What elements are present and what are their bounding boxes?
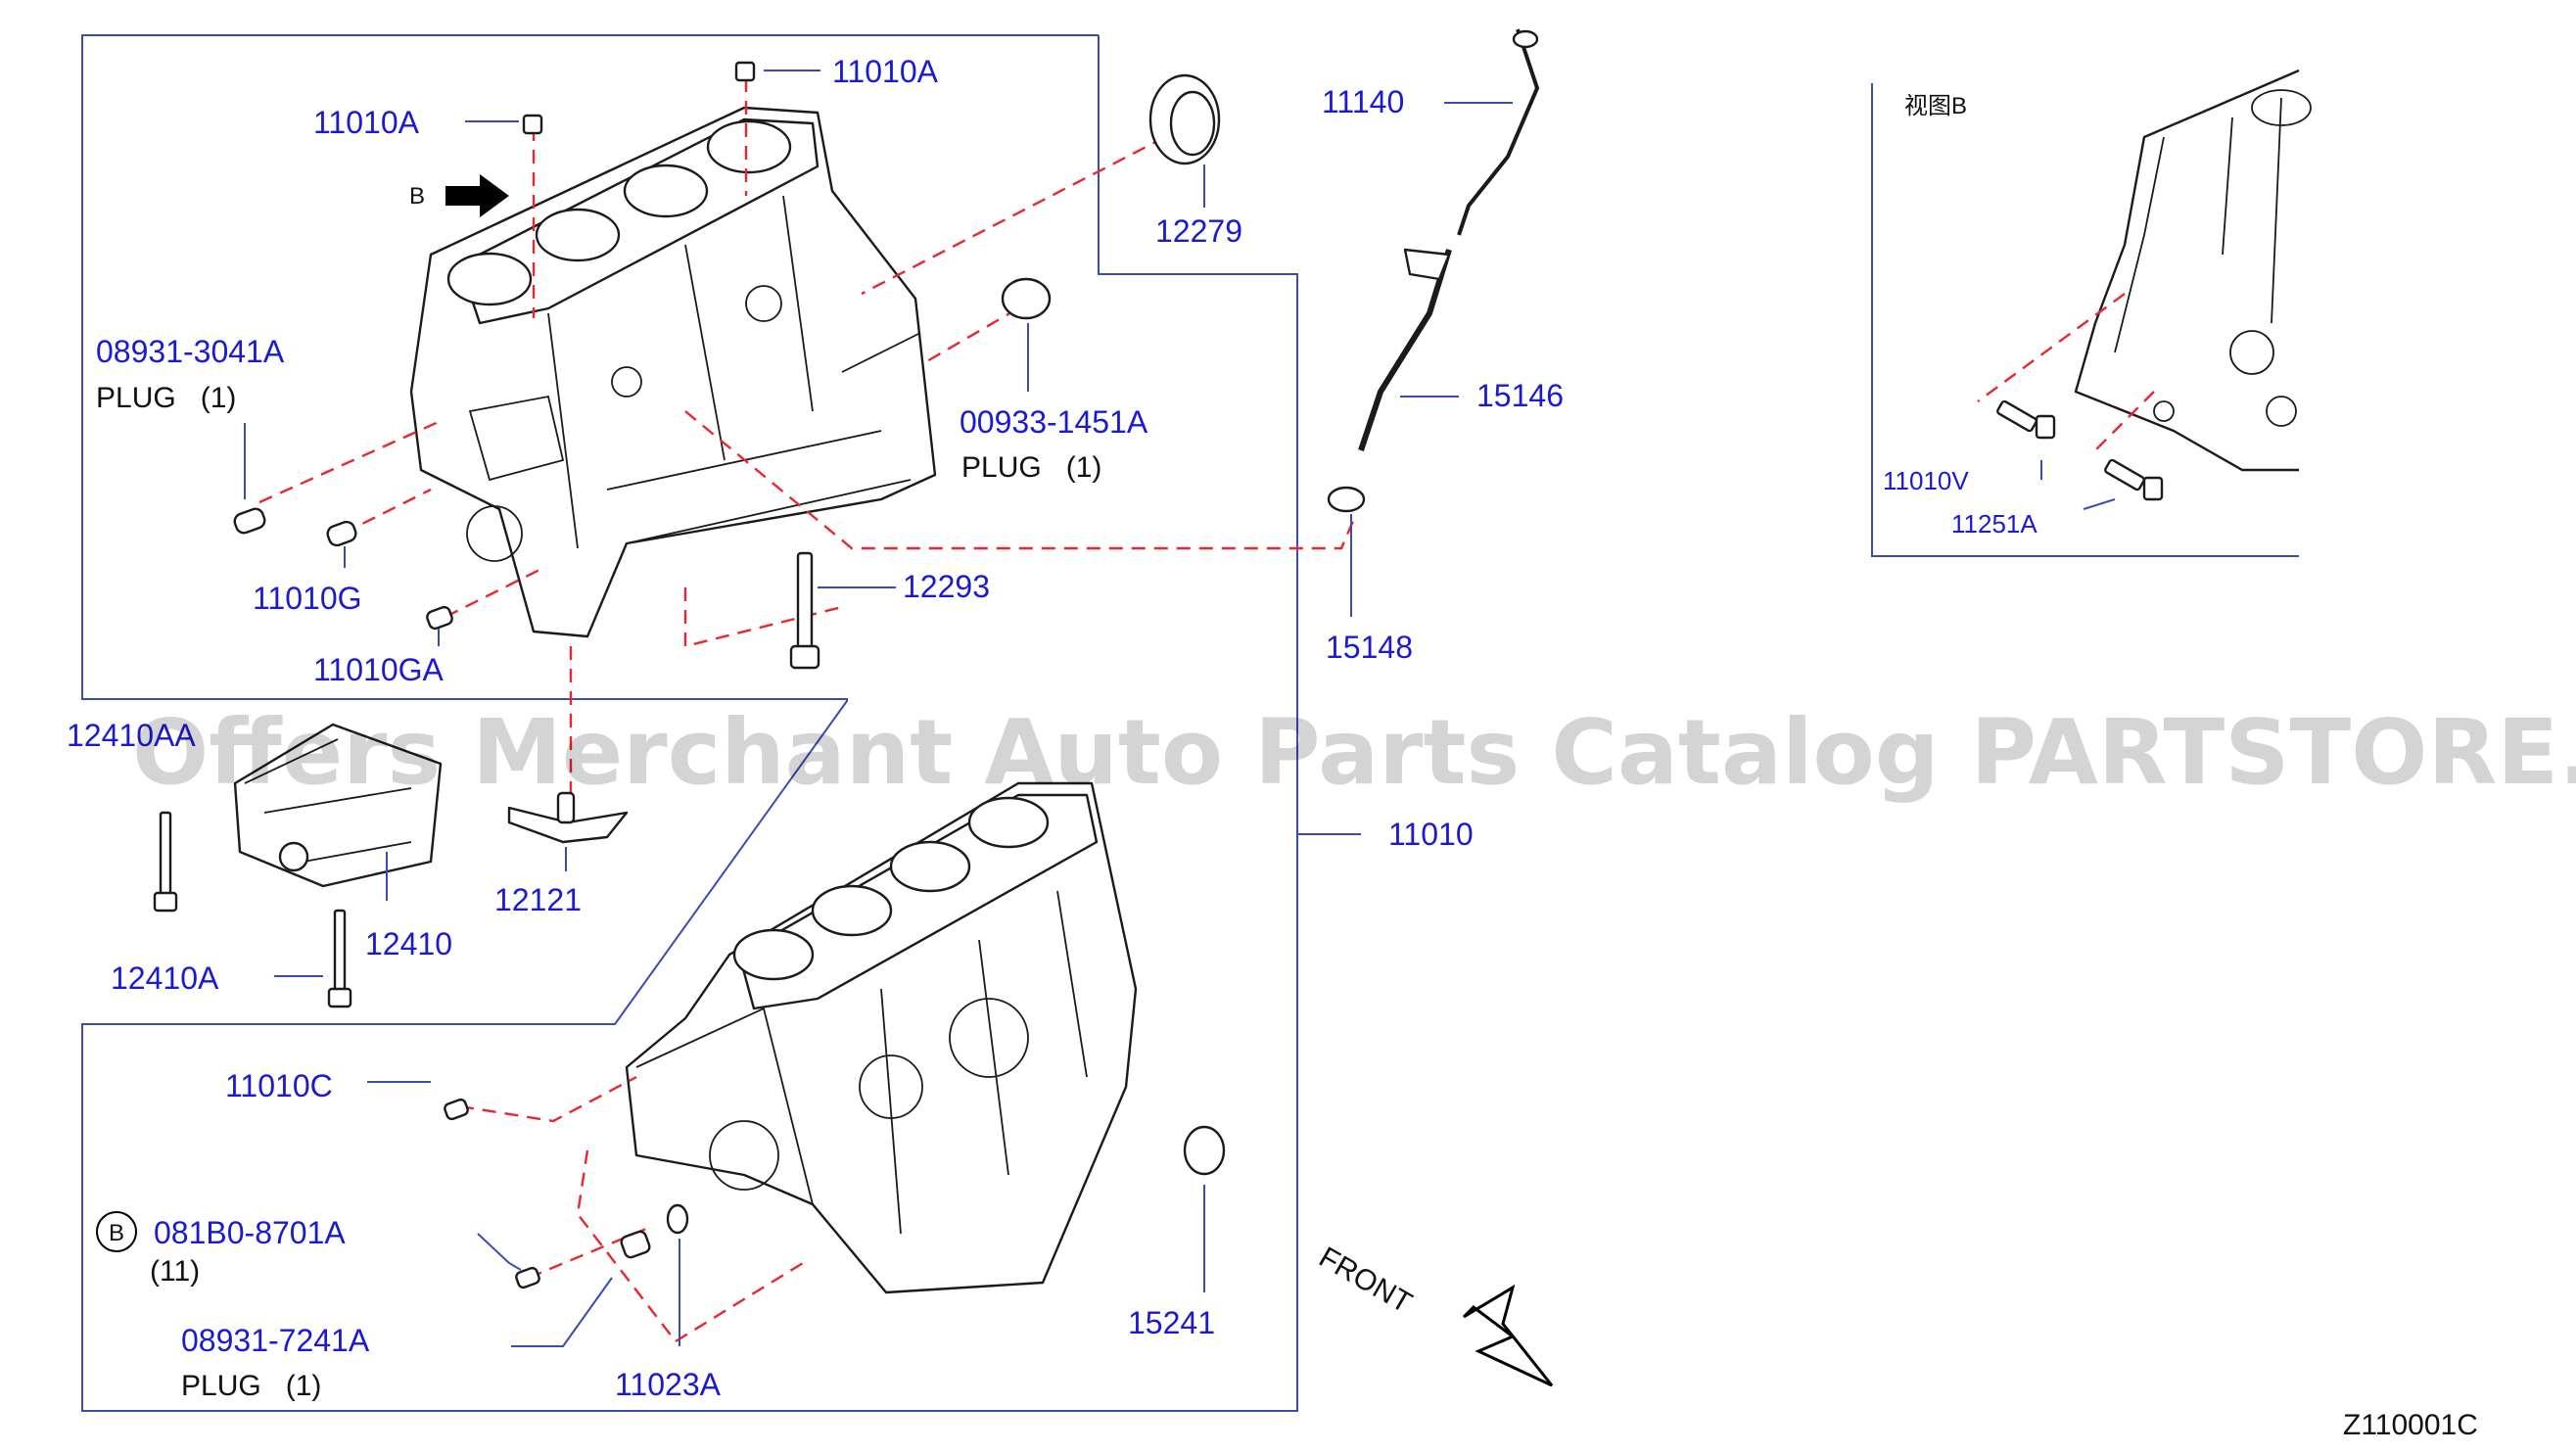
leader-lines xyxy=(244,70,2116,1347)
view-b-title: 视图B xyxy=(1904,93,1967,119)
view-b-arrow-icon xyxy=(445,174,509,217)
label-00933-1451A[interactable]: 00933-1451A xyxy=(960,404,1148,440)
assembly-lines xyxy=(258,78,2155,1343)
label-12121[interactable]: 12121 xyxy=(494,882,582,917)
label-11023A[interactable]: 11023A xyxy=(615,1367,722,1402)
label-plug-a: PLUG (1) xyxy=(96,382,236,414)
label-11010GA[interactable]: 11010GA xyxy=(313,652,445,687)
label-qty-11: (11) xyxy=(150,1255,200,1288)
engine-block-lower xyxy=(625,781,1138,1294)
label-plug-c: PLUG (1) xyxy=(181,1370,321,1402)
label-12410A[interactable]: 12410A xyxy=(111,961,219,996)
view-b-marker: B xyxy=(409,183,425,210)
label-15148[interactable]: 15148 xyxy=(1326,630,1413,665)
label-12293[interactable]: 12293 xyxy=(903,569,990,604)
diagram-code: Z110001C xyxy=(2343,1409,2478,1441)
label-11010A-left[interactable]: 11010A xyxy=(313,105,420,140)
label-11010V[interactable]: 11010V xyxy=(1883,466,1969,495)
circle-b-icon xyxy=(96,1211,137,1252)
diagram-frames xyxy=(81,34,2299,1412)
label-11010A-top[interactable]: 11010A xyxy=(832,54,939,89)
front-arrow-icon xyxy=(1462,1284,1554,1387)
label-11010[interactable]: 11010 xyxy=(1388,817,1474,852)
label-15241[interactable]: 15241 xyxy=(1128,1305,1215,1340)
label-11251A[interactable]: 11251A xyxy=(1951,509,2037,539)
view-arrows xyxy=(96,174,1554,1387)
label-plug-b: PLUG (1) xyxy=(961,451,1101,484)
front-label: FRONT xyxy=(1314,1241,1418,1319)
engine-block-upper xyxy=(409,106,937,638)
label-12279[interactable]: 12279 xyxy=(1155,213,1242,249)
label-12410[interactable]: 12410 xyxy=(365,926,452,961)
label-11010C[interactable]: 11010C xyxy=(225,1068,333,1103)
part-labels: 11010A 11010A B 12279 11140 15146 15148 … xyxy=(67,54,2478,1441)
engine-block-view-b xyxy=(2074,69,2312,472)
label-08931-7241A[interactable]: 08931-7241A xyxy=(181,1323,370,1358)
label-081B0-8701A[interactable]: 081B0-8701A xyxy=(154,1215,346,1250)
watermark: Offers Merchant Auto Parts Catalog PARTS… xyxy=(132,700,2576,805)
small-parts xyxy=(153,28,2164,1289)
label-11140[interactable]: 11140 xyxy=(1322,84,1404,119)
circle-b-label: B xyxy=(109,1220,124,1246)
label-15146[interactable]: 15146 xyxy=(1476,378,1564,413)
label-08931-3041A[interactable]: 08931-3041A xyxy=(96,334,285,369)
label-11010G[interactable]: 11010G xyxy=(253,581,362,616)
label-12410AA[interactable]: 12410AA xyxy=(67,718,196,753)
